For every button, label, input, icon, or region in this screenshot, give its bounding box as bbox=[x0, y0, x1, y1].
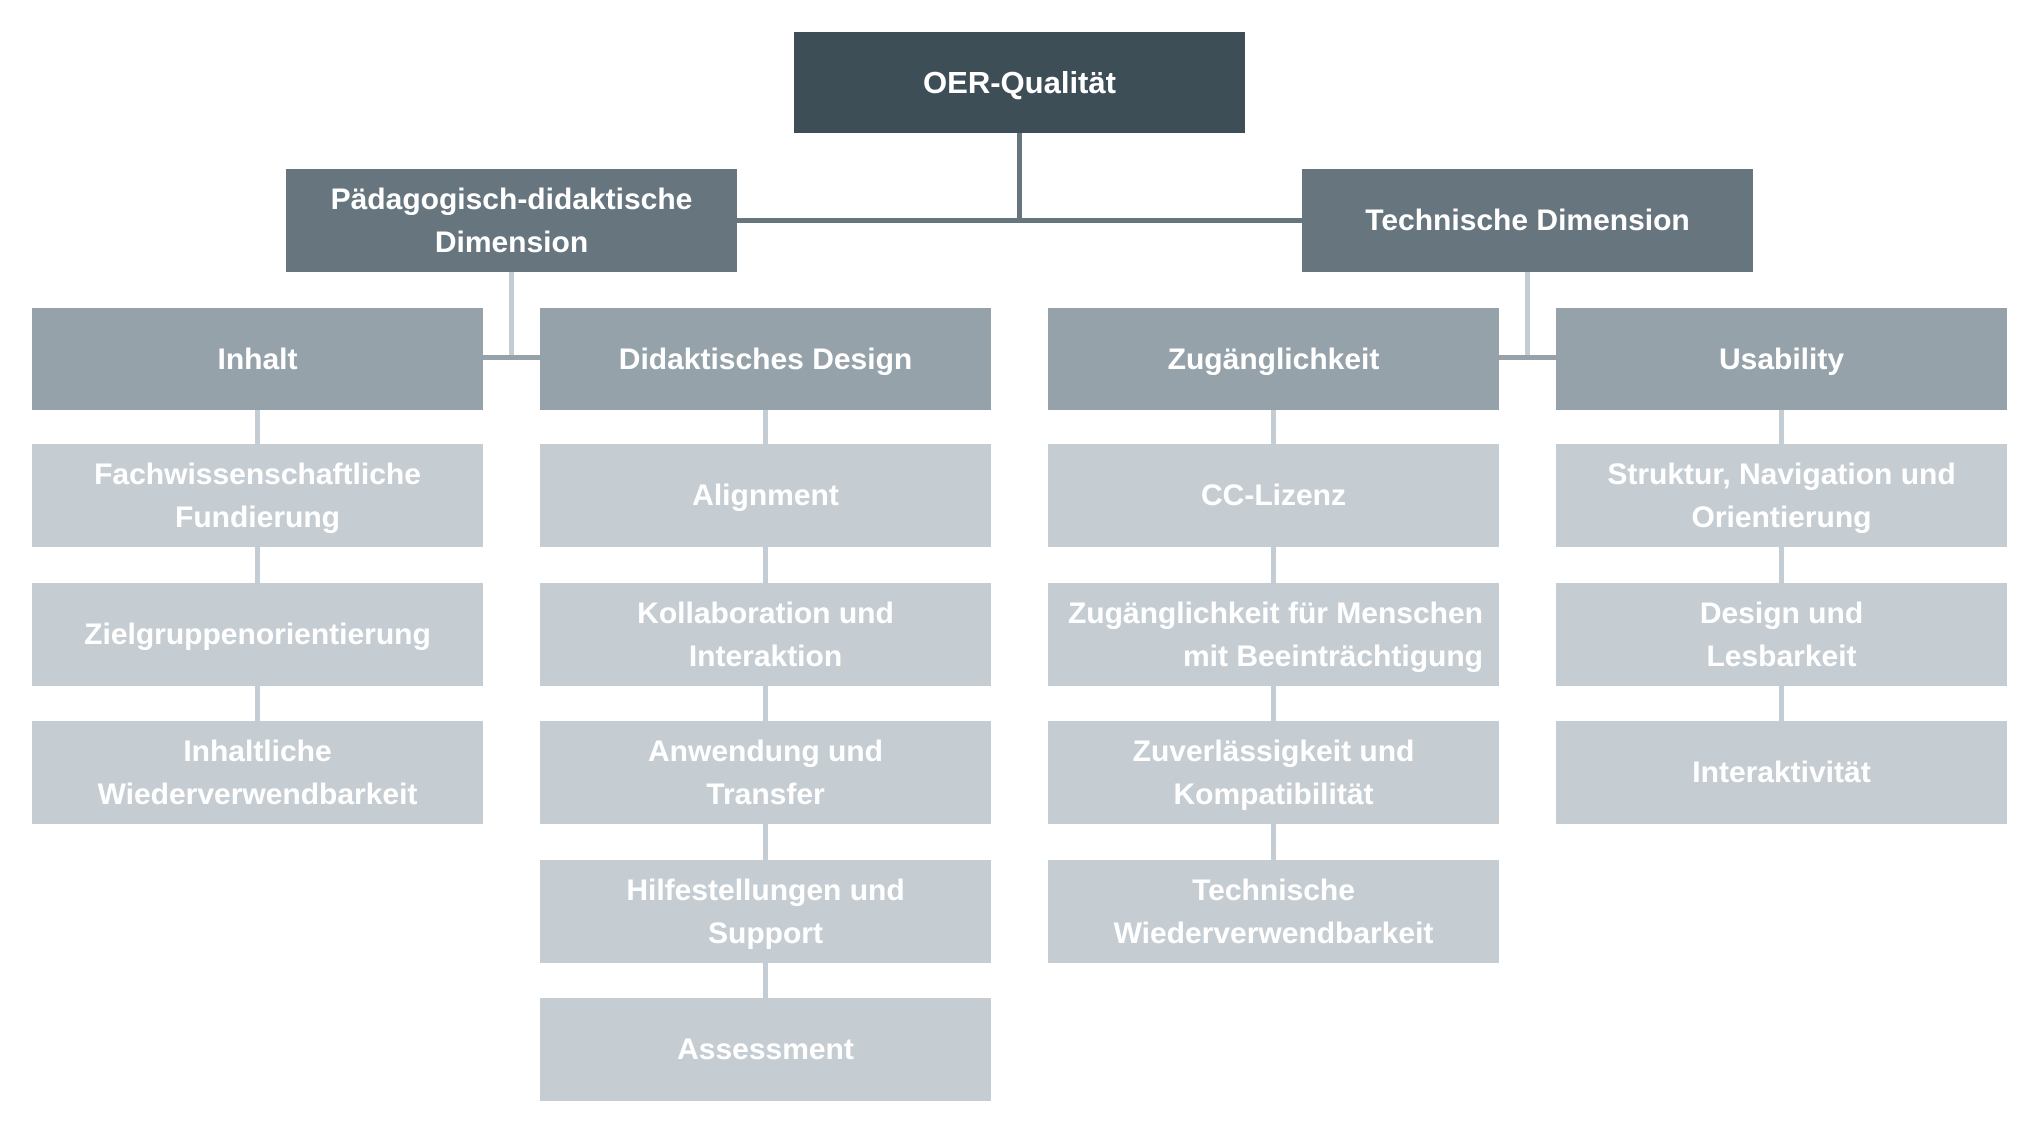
node-paedagogisch-didaktische-dimension-label-line: Dimension bbox=[434, 225, 589, 259]
node-assessment-label-line: Assessment bbox=[677, 1033, 854, 1066]
node-technische-dimension-label-line: Technische Dimension bbox=[1365, 204, 1690, 237]
node-inhalt-label-line: Inhalt bbox=[217, 342, 298, 376]
node-didaktisches-design-label-line: Didaktisches Design bbox=[618, 342, 913, 376]
connector-header-bridge bbox=[1499, 355, 1556, 360]
connector-item-stem bbox=[1779, 686, 1784, 721]
connector-item-stem bbox=[1271, 686, 1276, 721]
node-zugaenglichkeit-fuer-menschen-mit-beeintraechtigung-label-line: mit Beeinträchtigung bbox=[1182, 639, 1483, 673]
connector-item-stem bbox=[255, 410, 260, 444]
node-kollaboration-und-interaktion-label-line: Kollaboration und bbox=[637, 596, 894, 630]
node-fachwissenschaftliche-fundierung-label-line: Fundierung bbox=[175, 500, 340, 534]
node-fachwissenschaftliche-fundierung-label-line: Fachwissenschaftliche bbox=[94, 457, 421, 491]
node-inhaltliche-wiederverwendbarkeit-label-line: Inhaltliche bbox=[183, 734, 332, 768]
connector-item-stem bbox=[763, 963, 768, 998]
connector-dimension-stem bbox=[509, 272, 514, 357]
node-struktur-navigation-und-orientierung-label-line: Orientierung bbox=[1691, 500, 1872, 534]
node-inhalt: Inhalt bbox=[32, 308, 483, 410]
node-struktur-navigation-und-orientierung-label-line: Struktur, Navigation und bbox=[1607, 457, 1956, 491]
node-cc-lizenz: CC-Lizenz bbox=[1048, 444, 1499, 547]
node-zugaenglichkeit-fuer-menschen-mit-beeintraechtigung: Zugänglichkeit für Menschen mit Beeinträc… bbox=[1048, 583, 1499, 686]
node-hilfestellungen-und-support-label-line: Support bbox=[708, 916, 823, 950]
connector-item-stem bbox=[1779, 410, 1784, 444]
node-usability: Usability bbox=[1556, 308, 2007, 410]
node-design-und-lesbarkeit-label-line: Lesbarkeit bbox=[1706, 639, 1857, 673]
node-technische-wiederverwendbarkeit-label-line: Wiederverwendbarkeit bbox=[1113, 916, 1434, 950]
node-technische-wiederverwendbarkeit-label-line: Technische bbox=[1192, 873, 1355, 907]
node-assessment: Assessment bbox=[540, 998, 991, 1101]
node-usability-label-line: Usability bbox=[1718, 342, 1845, 376]
connector-root-to-dimensions bbox=[737, 218, 1302, 223]
connector-item-stem bbox=[1779, 547, 1784, 583]
connector-item-stem bbox=[255, 547, 260, 583]
node-zuverlaessigkeit-und-kompatibilitaet-label-line: Kompatibilität bbox=[1173, 777, 1374, 811]
connector-item-stem bbox=[763, 547, 768, 583]
node-zielgruppenorientierung-label-line: Zielgruppenorientierung bbox=[84, 618, 431, 651]
node-anwendung-und-transfer-label-line: Transfer bbox=[706, 777, 825, 811]
node-design-und-lesbarkeit-label-line: Design und bbox=[1699, 596, 1864, 630]
connector-item-stem bbox=[1271, 824, 1276, 860]
node-oer-qualitaet-label-line: OER-Qualität bbox=[923, 65, 1116, 100]
connector-item-stem bbox=[763, 824, 768, 860]
connector-dimension-stem bbox=[1525, 272, 1530, 357]
connector-item-stem bbox=[763, 410, 768, 444]
node-paedagogisch-didaktische-dimension-label-line: Pädagogisch-didaktische bbox=[330, 182, 693, 216]
connector-root-stem bbox=[1017, 133, 1022, 221]
node-interaktivitaet-label-line: Interaktivität bbox=[1692, 756, 1871, 789]
node-zugaenglichkeit-label-line: Zugänglichkeit bbox=[1167, 342, 1380, 376]
node-anwendung-und-transfer-label-line: Anwendung und bbox=[648, 734, 883, 768]
node-zuverlaessigkeit-und-kompatibilitaet-label-line: Zuverlässigkeit und bbox=[1132, 734, 1415, 768]
node-interaktivitaet: Interaktivität bbox=[1556, 721, 2007, 824]
node-alignment: Alignment bbox=[540, 444, 991, 547]
connector-item-stem bbox=[1271, 547, 1276, 583]
node-zugaenglichkeit: Zugänglichkeit bbox=[1048, 308, 1499, 410]
node-zugaenglichkeit-fuer-menschen-mit-beeintraechtigung-label-line: Zugänglichkeit für Menschen bbox=[1067, 596, 1483, 630]
connector-item-stem bbox=[763, 686, 768, 721]
node-kollaboration-und-interaktion-label-line: Interaktion bbox=[688, 639, 843, 673]
node-technische-dimension: Technische Dimension bbox=[1302, 169, 1753, 272]
node-hilfestellungen-und-support-label-line: Hilfestellungen und bbox=[626, 873, 905, 907]
node-oer-qualitaet: OER-Qualität bbox=[794, 32, 1245, 133]
node-didaktisches-design: Didaktisches Design bbox=[540, 308, 991, 410]
node-zielgruppenorientierung: Zielgruppenorientierung bbox=[32, 583, 483, 686]
node-cc-lizenz-label-line: CC-Lizenz bbox=[1201, 479, 1346, 512]
connector-item-stem bbox=[1271, 410, 1276, 444]
connector-header-bridge bbox=[483, 355, 540, 360]
node-alignment-label-line: Alignment bbox=[692, 479, 839, 512]
connector-item-stem bbox=[255, 686, 260, 721]
node-inhaltliche-wiederverwendbarkeit-label-line: Wiederverwendbarkeit bbox=[97, 777, 418, 811]
